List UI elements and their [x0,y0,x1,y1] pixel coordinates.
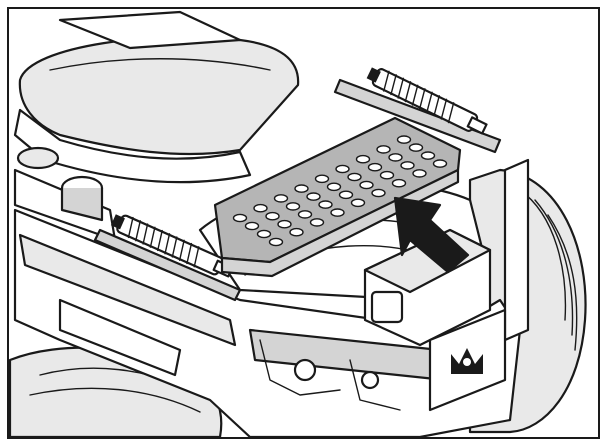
plate-hole [297,210,313,219]
seat [13,10,300,184]
plate-hole [412,169,427,178]
plate-hole [306,192,321,201]
plate-hole [408,143,424,152]
plate-hole [396,135,412,144]
plate-hole [376,145,391,154]
left-shock-absorber [93,214,242,302]
plate-hole [355,154,371,164]
direction-arrow [393,196,470,274]
husqvarna-crown-logo [451,348,483,374]
plate-hole [326,182,342,192]
plate-hole [268,237,284,247]
plate-hole [253,203,268,213]
right-shock-absorber [333,67,502,154]
perforated-cover-plate [213,116,462,278]
plate-hole [256,229,272,239]
plate-hole [244,221,260,231]
plate-hole [232,213,248,223]
plate-hole [309,218,325,227]
plate-hole [420,151,436,160]
plate-hole [347,172,362,182]
plate-hole [285,202,301,211]
plate-hole [265,211,280,221]
plate-hole [314,174,330,184]
plate-hole [371,188,386,198]
plate-hole [338,190,354,200]
plate-hole [330,208,345,217]
plate-hole [350,198,366,208]
plate-hole [294,184,309,193]
plate-hole [367,162,383,172]
plate-hole [318,200,333,209]
lower-linkage [259,339,401,411]
plate-hole [400,161,415,170]
plate-hole [359,180,374,190]
left-console [13,146,117,242]
plate-hole [379,170,395,180]
plate-hole [273,194,289,203]
plate-hole [388,153,403,162]
mower-body [13,208,522,437]
plate-hole [432,159,448,168]
brand-logo-plate [428,308,507,412]
plate-hole [289,227,304,237]
plate-hole [277,219,292,229]
plate-hole [335,164,350,174]
plate-hole [391,178,407,188]
rear-frame-post [503,158,530,342]
